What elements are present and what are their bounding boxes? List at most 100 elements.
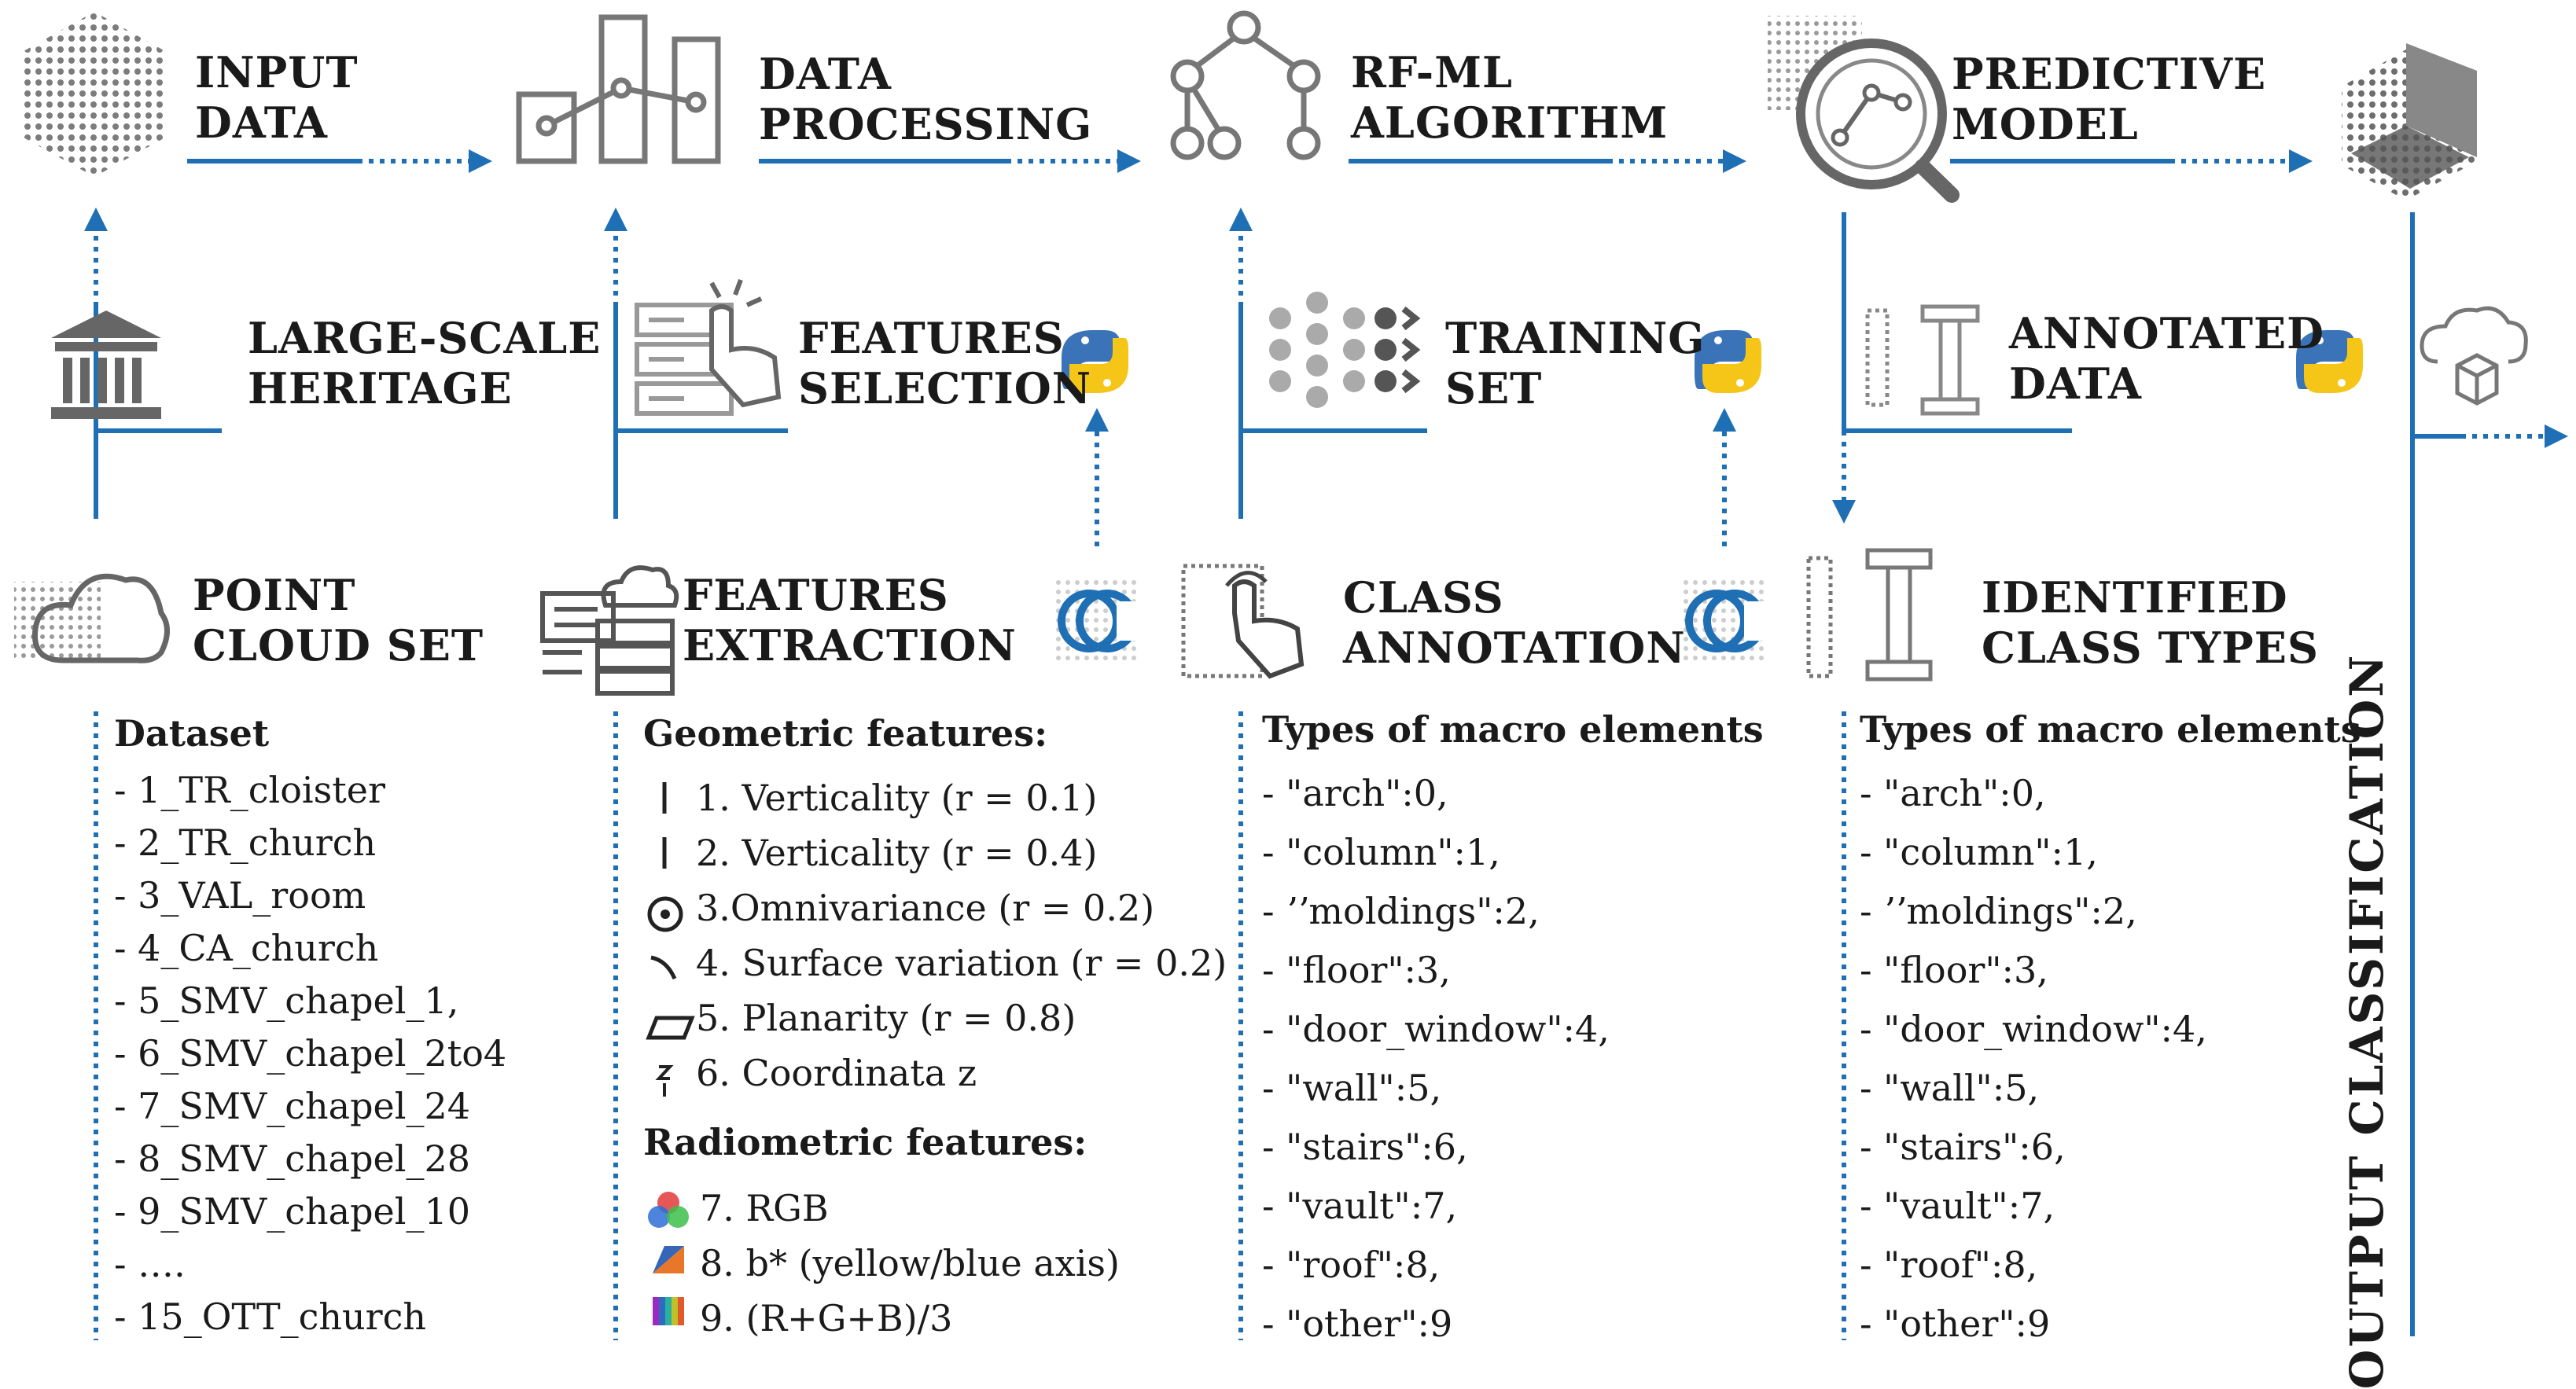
list-item: - "stairs":6, [1860, 1126, 2066, 1168]
features-extraction-line1: FEATURES [683, 570, 949, 620]
radiometric-title: Radiometric features: [643, 1121, 1087, 1163]
list-item: - 1_TR_cloister [114, 769, 385, 811]
list-item: - 3_VAL_room [114, 874, 366, 917]
neural-network-icon [1269, 292, 1421, 408]
identified-beam-icon [1806, 548, 1933, 682]
list-item: 5. Planarity (r = 0.8) [696, 997, 1076, 1039]
list-item: - "stairs":6, [1262, 1126, 1468, 1168]
input-data-line1: INPUT [195, 47, 359, 97]
radiometric-list: 7. RGB 8. b* (yellow/blue axis) 9. (R+G+… [700, 1181, 1120, 1346]
predictive-model-line1: PREDICTIVE [1952, 49, 2267, 99]
data-processing-line1: DATA [759, 49, 892, 99]
list-item: - "column":1, [1262, 831, 1500, 873]
list-item: - "other":9 [1262, 1303, 1453, 1345]
geometric-title: Geometric features: [643, 712, 1048, 755]
list-item: - "vault":7, [1262, 1185, 1458, 1227]
features-extraction-line2: EXTRACTION [683, 620, 1017, 671]
point-cloud-line2: CLOUD SET [193, 620, 484, 671]
list-item: 4. Surface variation (r = 0.2) [696, 942, 1227, 984]
features-selection-title: FEATURES SELECTION [798, 313, 1091, 413]
features-selection-line1: FEATURES [798, 313, 1065, 363]
list-item: - "roof":8, [1262, 1244, 1441, 1286]
rf-ml-line1: RF-ML [1351, 47, 1513, 97]
magnifier-icon [1768, 16, 1960, 203]
list-item: 2. Verticality (r = 0.4) [696, 832, 1098, 874]
list-item: 9. (R+G+B)/3 [700, 1297, 953, 1339]
rf-ml-title: RF-ML ALGORITHM [1351, 47, 1668, 148]
input-data-line2: DATA [195, 97, 328, 148]
output-classification-wrapper: OUTPUT CLASSIFICATION [2328, 652, 2406, 1389]
rgb-icon [648, 1192, 689, 1228]
training-set-line2: SET [1445, 363, 1543, 413]
macro-right-title: Types of macro elements [1860, 708, 2361, 751]
macro-left-title: Types of macro elements [1262, 708, 1764, 751]
coordinate-z-icon [655, 1065, 674, 1097]
workflow-diagram [14, 10, 2568, 1340]
planarity-icon [646, 1016, 695, 1040]
list-item: - "arch":0, [1262, 772, 1448, 814]
input-data-icon [24, 12, 165, 177]
list-item: - …. [114, 1243, 186, 1285]
list-item: - "arch":0, [1860, 772, 2046, 814]
annotated-beam-icon [1865, 304, 1980, 416]
point-cloud-title: POINT CLOUD SET [193, 570, 484, 671]
list-item: - 9_SMV_chapel_10 [114, 1190, 470, 1233]
training-set-title: TRAINING SET [1445, 313, 1705, 413]
list-item: - 5_SMV_chapel_1, [114, 979, 459, 1022]
list-item: - "wall":5, [1262, 1067, 1442, 1109]
list-item: - ʼʼmoldings":2, [1262, 890, 1540, 932]
list-item: - "vault":7, [1860, 1185, 2055, 1227]
list-item: - "door_window":4, [1262, 1008, 1610, 1050]
surface-variation-icon [650, 955, 677, 980]
omnivariance-icon [647, 896, 683, 932]
cloudcompare-logo-icon [1054, 578, 1148, 664]
data-processing-icon [516, 14, 721, 164]
python-logo-icon [1062, 330, 1128, 393]
identified-types-line1: IDENTIFIED [1982, 572, 2288, 623]
list-item: 3.Omnivariance (r = 0.2) [696, 887, 1155, 929]
dataset-title: Dataset [114, 712, 270, 755]
input-data-title: INPUT DATA [195, 47, 359, 148]
list-item: - ʼʼmoldings":2, [1860, 890, 2137, 932]
data-processing-title: DATA PROCESSING [759, 49, 1092, 149]
heritage-building-icon [51, 311, 161, 419]
features-selection-line2: SELECTION [798, 363, 1092, 413]
predictive-model-line2: MODEL [1952, 99, 2139, 149]
list-item: 8. b* (yellow/blue axis) [700, 1242, 1120, 1284]
list-item: - "floor":3, [1860, 949, 2048, 991]
decision-tree-icon [1170, 10, 1321, 160]
list-item: - "other":9 [1860, 1303, 2051, 1345]
point-cloud-icon [14, 573, 170, 663]
features-extraction-title: FEATURES EXTRACTION [683, 570, 1017, 671]
large-scale-title: LARGE-SCALE HERITAGE [248, 313, 601, 413]
list-item: 7. RGB [700, 1187, 829, 1229]
list-item: - 8_SMV_chapel_28 [114, 1137, 470, 1180]
list-item: - 7_SMV_chapel_24 [114, 1085, 470, 1127]
class-annotation-title: CLASS ANNOTATION [1343, 572, 1686, 673]
class-annotation-line1: CLASS [1343, 572, 1504, 623]
point-cloud-line1: POINT [193, 570, 356, 620]
up-arrows [84, 208, 2568, 1336]
list-item: - 4_CA_church [114, 927, 379, 969]
cloudcompare-logo-icon [1681, 578, 1776, 664]
geometric-list: 1. Verticality (r = 0.1) 2. Verticality … [696, 770, 1227, 1101]
list-item: - 2_TR_church [114, 821, 377, 864]
macro-right-list: - "arch":0, - "column":1, - ʼʼmoldings":… [1860, 764, 2207, 1354]
color-b-icon [653, 1246, 684, 1273]
list-item: - "column":1, [1860, 831, 2098, 873]
annotated-data-line1: ANNOTATED [2009, 308, 2325, 358]
intensity-icon [653, 1297, 684, 1325]
feature-extraction-icon [540, 565, 679, 696]
list-item: - "floor":3, [1262, 949, 1451, 991]
list-item: 6. Coordinata z [696, 1052, 977, 1094]
large-scale-line2: HERITAGE [248, 363, 513, 413]
macro-left-list: - "arch":0, - "column":1, - ʼʼmoldings":… [1262, 764, 1610, 1354]
list-item: 1. Verticality (r = 0.1) [696, 777, 1098, 819]
predictive-model-title: PREDICTIVE MODEL [1952, 49, 2266, 149]
large-scale-line1: LARGE-SCALE [248, 313, 602, 363]
cloud-box-icon [2420, 306, 2528, 406]
rf-ml-line2: ALGORITHM [1351, 97, 1669, 148]
annotated-data-title: ANNOTATED DATA [2009, 308, 2324, 409]
output-classification-label: OUTPUT CLASSIFICATION [2340, 652, 2394, 1389]
feature-selection-icon [635, 278, 782, 416]
